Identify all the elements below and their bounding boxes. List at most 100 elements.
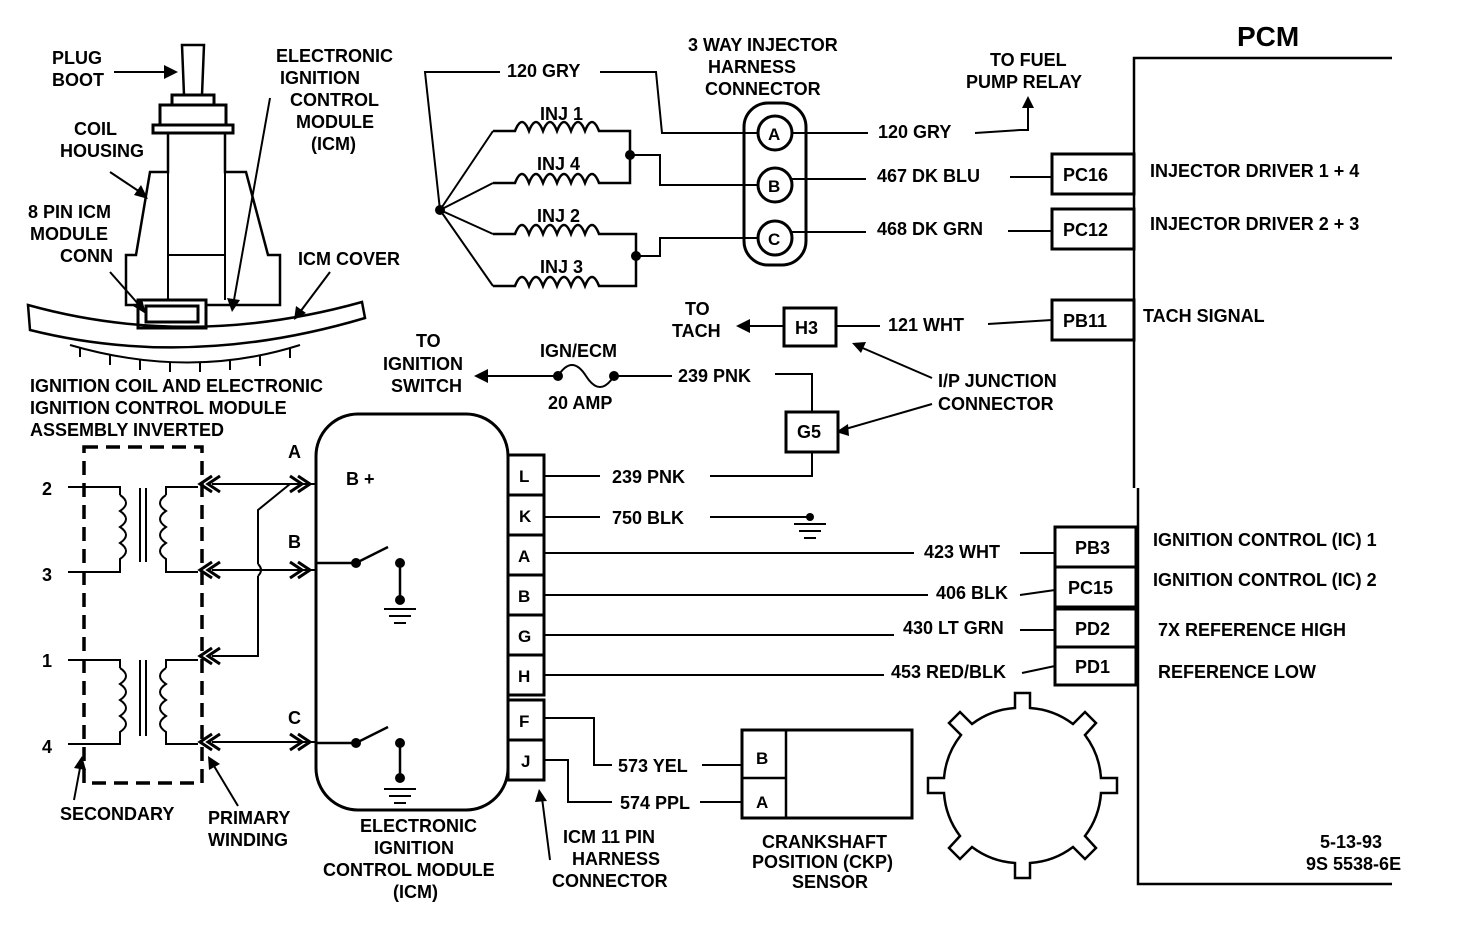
icm-cover-label: ICM COVER (298, 249, 400, 269)
svg-text:HARNESS: HARNESS (708, 57, 796, 77)
wire-239-pnk: 239 PNK (612, 467, 685, 487)
date-code: 5-13-93 9S 5538-6E (1306, 832, 1401, 874)
svg-text:SENSOR: SENSOR (792, 872, 868, 892)
secondary-label: SECONDARY (60, 804, 174, 824)
ip-junction-label: I/P JUNCTION (938, 371, 1057, 391)
icm-body (314, 412, 510, 812)
svg-text:TACH: TACH (672, 321, 721, 341)
pcm-pin-label: INJECTOR DRIVER 2 + 3 (1150, 214, 1359, 234)
wire-573-yel: 573 YEL (618, 756, 688, 776)
svg-text:J: J (521, 752, 530, 771)
h3-connector (782, 306, 838, 348)
icm-bottom-label: ELECTRONIC (360, 816, 477, 836)
icm-conn-label: ICM 11 PIN (563, 827, 655, 847)
svg-text:PB11: PB11 (1063, 311, 1107, 331)
svg-text:PB3: PB3 (1075, 538, 1110, 558)
svg-text:G5: G5 (797, 422, 821, 442)
pcm-pin-label: REFERENCE LOW (1158, 662, 1316, 682)
pcm-pin-pb3: PB3 IGNITION CONTROL (IC) 1 (1053, 525, 1377, 569)
inj4-coil (493, 155, 632, 187)
pin8-label: 8 PIN ICM (28, 202, 111, 222)
wire-453-red-blk: 453 RED/BLK (891, 662, 1006, 682)
svg-text:PD1: PD1 (1075, 657, 1110, 677)
svg-text:HOUSING: HOUSING (60, 141, 144, 161)
svg-text:A: A (768, 125, 780, 144)
pcm-pin-pc15: PC15 IGNITION CONTROL (IC) 2 (1053, 565, 1377, 609)
coil-dashed-outline (82, 445, 204, 785)
svg-text:H: H (518, 667, 530, 686)
svg-text:(ICM): (ICM) (393, 882, 438, 902)
svg-text:B: B (756, 749, 768, 768)
svg-text:20 AMP: 20 AMP (548, 393, 612, 413)
icm-wires: 239 PNK 750 BLK 423 WHT 406 BLK 430 LT G… (544, 467, 1056, 813)
svg-text:MODULE: MODULE (30, 224, 108, 244)
svg-text:SWITCH: SWITCH (391, 376, 462, 396)
svg-text:PC15: PC15 (1068, 578, 1113, 598)
svg-text:PC12: PC12 (1063, 220, 1108, 240)
pcm-pin-label: 7X REFERENCE HIGH (1158, 620, 1346, 640)
pcm-pin-label: TACH SIGNAL (1143, 306, 1265, 326)
inj2-label: INJ 2 (537, 206, 580, 226)
pcm-pin-pc12: PC12 INJECTOR DRIVER 2 + 3 (1050, 207, 1359, 251)
svg-text:C: C (768, 230, 780, 249)
svg-text:IGNITION: IGNITION (383, 354, 463, 374)
wire-121-wht: 121 WHT (888, 315, 964, 335)
wire-468-dk-grn: 468 DK GRN (877, 219, 983, 239)
svg-text:(ICM): (ICM) (311, 134, 356, 154)
coil-pin-a: A (288, 442, 301, 462)
plug-boot-label: PLUG (52, 48, 102, 68)
terminal-2: 2 (42, 479, 52, 499)
inj1-label: INJ 1 (540, 104, 583, 124)
svg-text:G: G (518, 627, 531, 646)
fuse-symbol (557, 364, 615, 388)
ckp-sensor: B A CRANKSHAFT POSITION (CKP) SENSOR (740, 728, 914, 892)
reluctor-wheel (926, 691, 1119, 880)
pcm-pin-pc16: PC16 INJECTOR DRIVER 1 + 4 (1050, 152, 1359, 196)
injector-harness-connector: 3 WAY INJECTOR HARNESS CONNECTOR A B C (688, 35, 838, 267)
pcm-module: PCM PC16 INJECTOR DRIVER 1 + 4 PC12 INJE… (1050, 21, 1392, 886)
coil-schematic: 2 3 1 4 A B (42, 442, 316, 850)
svg-text:CONTROL MODULE: CONTROL MODULE (323, 860, 495, 880)
wire-120-gry-top: 120 GRY (507, 61, 580, 81)
svg-text:5-13-93: 5-13-93 (1320, 832, 1382, 852)
wire-750-blk: 750 BLK (612, 508, 684, 528)
eicm-label: ELECTRONIC (276, 46, 393, 66)
injector-coils: INJ 1 INJ 4 INJ 2 INJ 3 120 GRY (423, 61, 758, 290)
icm-b-plus: B + (346, 469, 375, 489)
to-fuel-pump-label: TO FUEL (990, 50, 1067, 70)
svg-text:ASSEMBLY INVERTED: ASSEMBLY INVERTED (30, 420, 224, 440)
wire-120-gry: 120 GRY (878, 122, 951, 142)
inj1-coil (493, 120, 632, 155)
pcm-pin-label: INJECTOR DRIVER 1 + 4 (1150, 161, 1359, 181)
svg-text:PD2: PD2 (1075, 619, 1110, 639)
inj3-label: INJ 3 (540, 257, 583, 277)
pcm-pin-pb11: PB11 TACH SIGNAL (1050, 298, 1265, 342)
svg-text:3 WAY INJECTOR: 3 WAY INJECTOR (688, 35, 838, 55)
coil-pin-b: B (288, 532, 301, 552)
wire-430-lt-grn: 430 LT GRN (903, 618, 1004, 638)
terminal-3: 3 (42, 565, 52, 585)
svg-text:CONNECTOR: CONNECTOR (938, 394, 1054, 414)
fuse-label: IGN/ECM (540, 341, 617, 361)
svg-text:HARNESS: HARNESS (572, 849, 660, 869)
svg-text:A: A (518, 547, 530, 566)
svg-text:BOOT: BOOT (52, 70, 104, 90)
icm-11-pin-connector: L K A B G H F J ICM 11 PIN HARNESS CONNE… (506, 453, 668, 891)
inj4-label: INJ 4 (537, 154, 580, 174)
pcm-pin-label: IGNITION CONTROL (IC) 1 (1153, 530, 1377, 550)
svg-text:CONNECTOR: CONNECTOR (705, 79, 821, 99)
svg-text:9S 5538-6E: 9S 5538-6E (1306, 854, 1401, 874)
coil-assembly-drawing: PLUG BOOT COIL HOUSING ELECTRONIC IGNITI… (26, 43, 400, 440)
svg-text:IGNITION: IGNITION (280, 68, 360, 88)
wire-467-dk-blu: 467 DK BLU (877, 166, 980, 186)
coil-pin-c: C (288, 708, 301, 728)
primary-winding-label: PRIMARY (208, 808, 290, 828)
to-ignition-switch-label: TO (416, 331, 441, 351)
svg-text:PUMP RELAY: PUMP RELAY (966, 72, 1082, 92)
svg-text:IGNITION: IGNITION (374, 838, 454, 858)
coil-housing-label: COIL (74, 119, 117, 139)
assembly-label: IGNITION COIL AND ELECTRONIC (30, 376, 323, 396)
inj2-coil (493, 223, 638, 256)
svg-text:MODULE: MODULE (296, 112, 374, 132)
